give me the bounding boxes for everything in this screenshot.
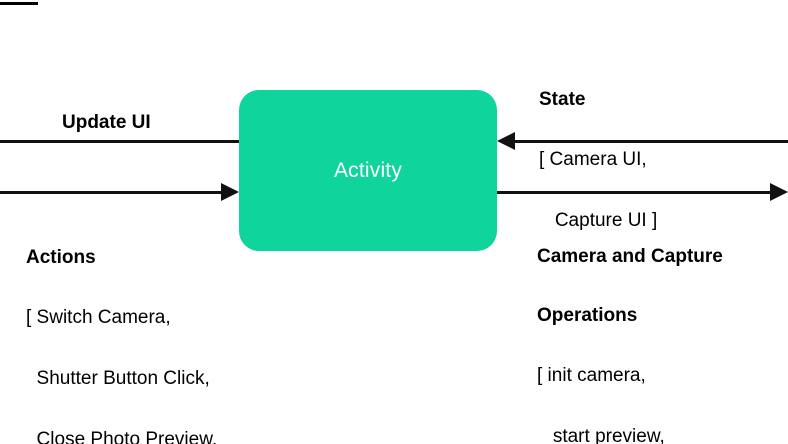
- edge-label-actions-item-1: Shutter Button Click,: [26, 368, 210, 389]
- node-activity-label: Activity: [333, 159, 403, 182]
- edge-label-camera-operations-heading-line1: Camera and Capture: [537, 246, 723, 267]
- edge-label-state-heading: State: [539, 89, 586, 110]
- edge-line-update-ui: [0, 140, 242, 143]
- edge-line-actions: [0, 191, 232, 194]
- node-activity[interactable]: Activity: [239, 90, 497, 251]
- edge-label-actions-heading: Actions: [26, 247, 96, 268]
- edge-label-state-item-1: Capture UI ]: [539, 210, 658, 231]
- edge-label-update-ui: Update UI: [62, 112, 151, 133]
- arrowhead-right-icon-actions: [221, 183, 239, 201]
- edge-label-block-camera-operations: Camera and Capture Operations [ init cam…: [537, 209, 723, 444]
- edge-label-actions-item-0: [ Switch Camera,: [26, 307, 171, 328]
- edge-label-camera-operations-item-0: [ init camera,: [537, 365, 646, 386]
- edge-label-camera-operations-item-1: start preview,: [537, 426, 665, 444]
- edge-label-block-state: State [ Camera UI, Capture UI ]: [539, 52, 657, 269]
- edge-line-state: [512, 140, 788, 143]
- arrowhead-left-icon-state: [497, 132, 515, 150]
- edge-label-camera-operations-heading-line2: Operations: [537, 305, 638, 326]
- edge-label-state-item-0: [ Camera UI,: [539, 149, 647, 170]
- arrowhead-right-icon-camera-operations: [770, 183, 788, 201]
- edge-line-camera-operations: [494, 191, 782, 194]
- edge-label-actions-item-2: Close Photo Preview,: [26, 429, 218, 444]
- edge-label-block-actions: Actions [ Switch Camera, Shutter Button …: [26, 210, 256, 444]
- top-left-rule: [0, 2, 38, 5]
